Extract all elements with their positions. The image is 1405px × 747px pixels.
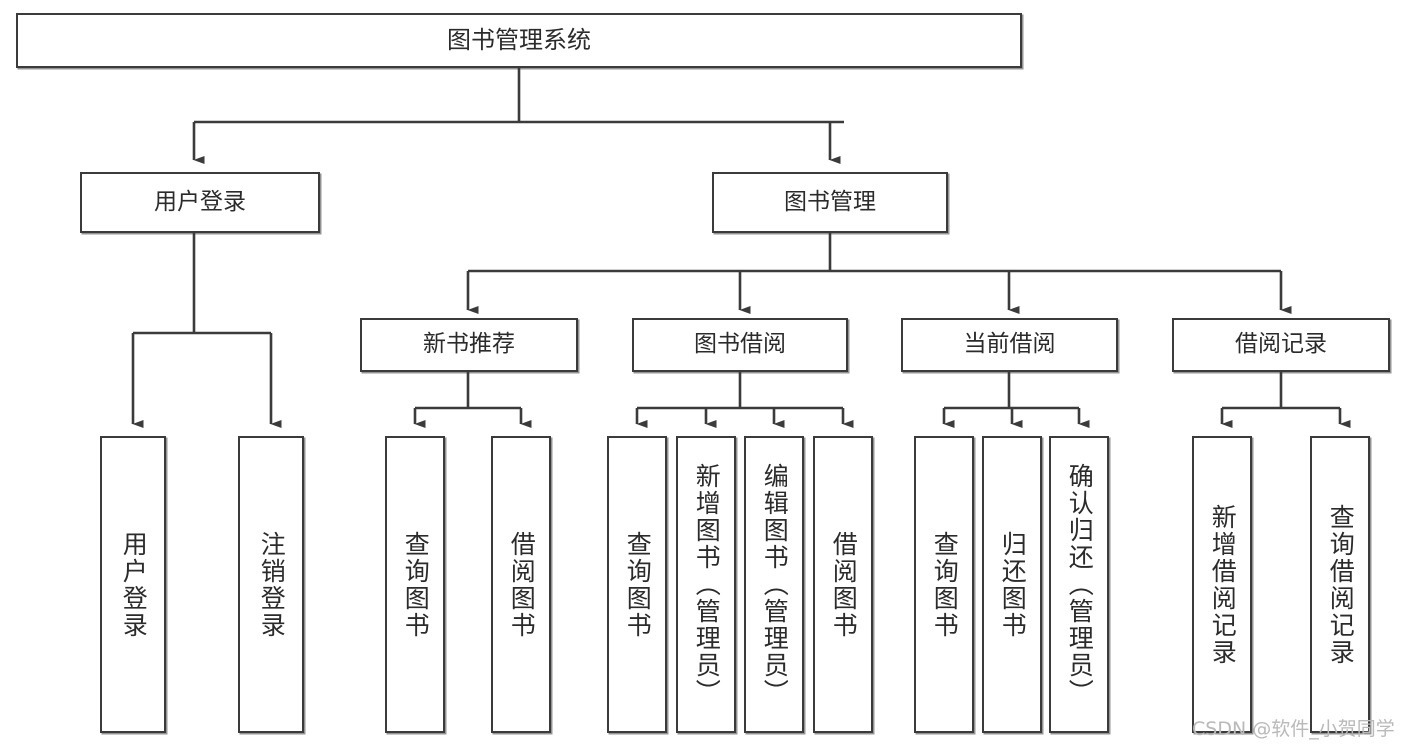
node-label: 新书推荐	[423, 331, 515, 358]
node-book-borrow[interactable]: 图书借阅	[632, 318, 848, 372]
node-label: 当前借阅	[963, 331, 1056, 358]
node-label: 用户登录	[119, 530, 149, 639]
node-book-management[interactable]: 图书管理	[712, 172, 948, 233]
leaf-new-book-borrow[interactable]: 借阅图书	[491, 436, 551, 733]
node-label: 确认归还（管理员）	[1065, 463, 1095, 706]
node-label: 归还图书	[998, 530, 1028, 639]
node-label: 借阅图书	[829, 530, 859, 639]
leaf-borrow-record-query[interactable]: 查询借阅记录	[1310, 436, 1370, 733]
node-label: 新增借阅记录	[1208, 503, 1238, 666]
leaf-current-borrow-return[interactable]: 归还图书	[982, 436, 1042, 733]
node-label: 查询图书	[930, 530, 960, 639]
node-label: 用户登录	[154, 188, 246, 215]
leaf-borrow-record-add[interactable]: 新增借阅记录	[1192, 436, 1252, 733]
leaf-new-book-query[interactable]: 查询图书	[385, 436, 445, 733]
node-new-book-recommend[interactable]: 新书推荐	[360, 318, 578, 372]
node-label: 借阅图书	[507, 530, 537, 639]
leaf-book-borrow-edit[interactable]: 编辑图书（管理员）	[744, 436, 804, 733]
csdn-watermark: CSDN @软件_小贺同学	[1192, 718, 1395, 740]
node-label: 图书管理系统	[447, 26, 591, 55]
node-borrow-record[interactable]: 借阅记录	[1172, 318, 1390, 372]
leaf-current-borrow-query[interactable]: 查询图书	[914, 436, 974, 733]
leaf-book-borrow-query[interactable]: 查询图书	[607, 436, 667, 733]
leaf-book-borrow-add[interactable]: 新增图书（管理员）	[676, 436, 736, 733]
node-label: 查询借阅记录	[1326, 503, 1356, 666]
leaf-book-borrow-borrow[interactable]: 借阅图书	[813, 436, 873, 733]
node-label: 新增图书（管理员）	[692, 463, 722, 706]
node-label: 图书管理	[784, 188, 876, 215]
node-label: 编辑图书（管理员）	[760, 463, 790, 706]
node-label: 借阅记录	[1235, 331, 1327, 358]
leaf-current-borrow-confirm[interactable]: 确认归还（管理员）	[1049, 436, 1109, 733]
node-current-borrow[interactable]: 当前借阅	[901, 318, 1118, 372]
node-root-system[interactable]: 图书管理系统	[16, 13, 1022, 68]
node-user-login[interactable]: 用户登录	[80, 172, 320, 233]
node-label: 注销登录	[257, 530, 287, 639]
leaf-user-login-login[interactable]: 用户登录	[100, 436, 166, 733]
leaf-user-login-logout[interactable]: 注销登录	[238, 436, 304, 733]
node-label: 图书借阅	[694, 331, 786, 358]
node-label: 查询图书	[401, 530, 431, 639]
node-label: 查询图书	[623, 530, 653, 639]
